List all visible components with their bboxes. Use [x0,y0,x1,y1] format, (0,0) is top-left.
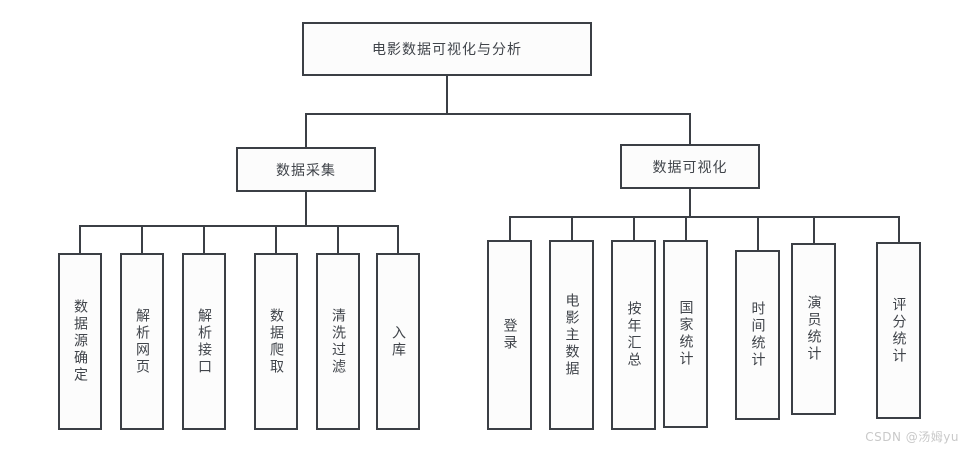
leaf-node-label: 入库 [390,324,406,359]
connector-branch-0-drop [305,113,307,147]
connector-branch-0-stem [305,192,307,225]
connector-leaf-0-4 [337,225,339,253]
leaf-node: 数据源确定 [58,253,102,430]
leaf-node: 登录 [487,240,532,430]
connector-leaf-1-0 [508,216,511,240]
connector-leaf-0-3 [275,225,277,253]
leaf-node: 解析接口 [182,253,226,430]
leaf-node-label: 数据爬取 [268,307,284,376]
leaf-node-label: 按年汇总 [625,301,642,369]
connector-root-drop [446,76,448,113]
connector-level1-bus [306,113,690,115]
leaf-node-label: 电影主数据 [563,292,580,378]
leaf-node-label: 演员统计 [805,295,822,363]
branch-node-label: 数据采集 [276,162,336,179]
leaf-node: 时间统计 [735,250,780,420]
leaf-node: 解析网页 [120,253,164,430]
connector-branch-1-leaf-bus [509,216,899,218]
connector-branch-1-stem [689,189,691,216]
connector-leaf-1-2 [632,216,635,240]
connector-leaf-1-1 [570,216,573,240]
leaf-node-label: 登录 [501,318,518,352]
root-node-label: 电影数据可视化与分析 [372,42,522,58]
connector-branch-0-leaf-bus [80,225,398,227]
branch-node-data-visualization: 数据可视化 [620,144,760,189]
connector-leaf-0-2 [203,225,205,253]
connector-leaf-0-1 [141,225,143,253]
leaf-node-label: 国家统计 [677,300,694,368]
leaf-node-label: 解析接口 [196,307,212,376]
leaf-node-label: 解析网页 [134,307,150,376]
root-node: 电影数据可视化与分析 [302,22,592,76]
connector-leaf-0-5 [397,225,399,253]
leaf-node: 入库 [376,253,420,430]
connector-leaf-1-6 [897,216,900,242]
leaf-node: 按年汇总 [611,240,656,430]
leaf-node: 清洗过滤 [316,253,360,430]
leaf-node-label: 评分统计 [890,296,907,365]
leaf-node-label: 清洗过滤 [330,307,346,376]
connector-branch-1-drop [689,113,691,144]
connector-leaf-1-3 [684,216,687,240]
leaf-node: 电影主数据 [549,240,594,430]
leaf-node: 评分统计 [876,242,921,419]
connector-leaf-0-0 [79,225,81,253]
connector-leaf-1-5 [812,216,815,243]
branch-node-label: 数据可视化 [652,159,728,176]
leaf-node-label: 时间统计 [749,301,766,369]
branch-node-data-collection: 数据采集 [236,147,376,192]
connector-leaf-1-4 [756,216,759,250]
leaf-node: 国家统计 [663,240,708,428]
leaf-node-label: 数据源确定 [72,299,88,384]
leaf-node: 演员统计 [791,243,836,415]
watermark-label: CSDN @汤姆yu [865,430,959,444]
leaf-node: 数据爬取 [254,253,298,430]
